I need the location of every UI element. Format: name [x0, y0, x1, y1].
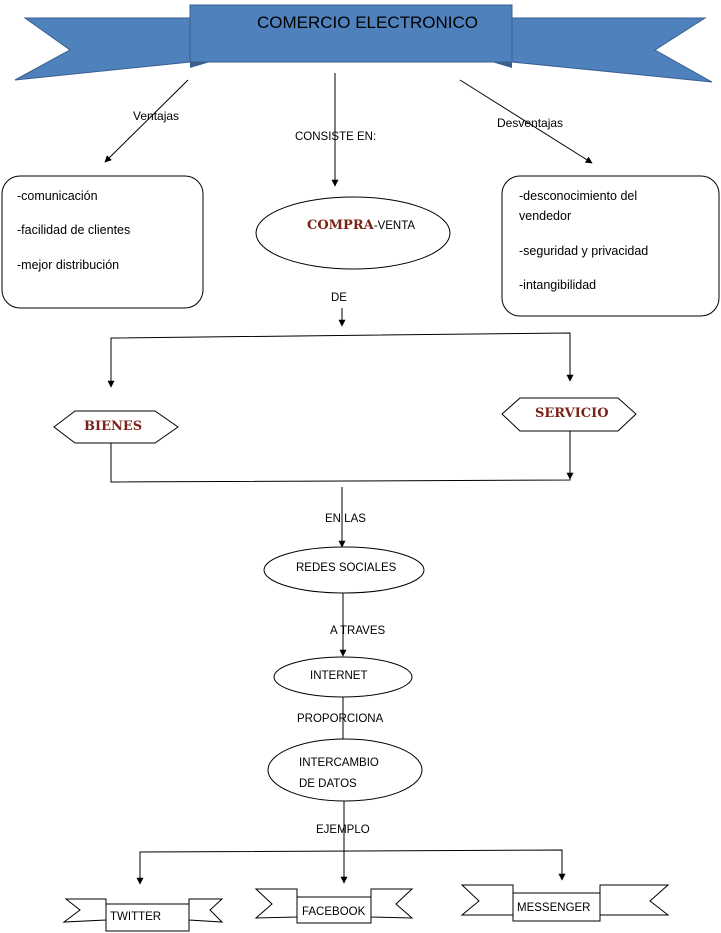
split-line: [110, 332, 571, 386]
ejemplo-split-line: [139, 849, 563, 882]
intercambio-label-line2: DE DATOS: [299, 778, 357, 790]
desventajas-item-desconocimiento: -desconocimiento del: [519, 189, 638, 203]
example-messenger: MESSENGER: [517, 902, 591, 914]
servicio-hexagon: [501, 397, 637, 432]
ventajas-item-distribucion: -mejor distribución: [17, 258, 120, 272]
internet-label: INTERNET: [310, 670, 368, 682]
label-a-traves: A TRAVES: [330, 625, 386, 637]
label-ventajas: Ventajas: [133, 109, 180, 123]
banner-center: [189, 4, 513, 63]
desventajas-item-intangibilidad: -intangibilidad: [519, 278, 597, 292]
label-consiste-en: CONSISTE EN:: [295, 131, 377, 143]
bienes-hexagon: [53, 410, 179, 444]
intercambio-ellipse: [267, 738, 423, 802]
twitter-ribbon: [62, 898, 224, 932]
title-banner: [14, 4, 713, 83]
label-ejemplo: EJEMPLO: [316, 824, 370, 836]
intercambio-label-line1: INTERCAMBIO: [299, 757, 379, 769]
arrow-ventajas: [104, 79, 189, 163]
label-de: DE: [331, 292, 347, 304]
desventajas-item-seguridad: -seguridad y privacidad: [519, 244, 649, 258]
desventajas-item-vendedor: vendedor: [519, 209, 572, 223]
merge-line: [110, 431, 571, 483]
venta-text: -VENTA: [373, 220, 416, 232]
ventajas-item-facilidad: -facilidad de clientes: [17, 223, 131, 237]
compra-venta-ellipse: [255, 196, 451, 270]
example-facebook: FACEBOOK: [302, 906, 366, 918]
servicio-label: SERVICIO: [535, 406, 609, 421]
messenger-ribbon: [460, 884, 670, 922]
ventajas-box: [1, 175, 204, 309]
label-desventajas: Desventajas: [497, 116, 564, 130]
ventajas-item-comunicacion: -comunicación: [17, 189, 98, 203]
arrow-desventajas: [459, 79, 593, 164]
redes-sociales-ellipse: [263, 546, 425, 594]
example-twitter: TWITTER: [110, 911, 162, 923]
bienes-label: BIENES: [84, 419, 143, 434]
page-title: COMERCIO ELECTRONICO: [257, 13, 479, 32]
banner-right-tail: [511, 17, 713, 83]
label-en-las: EN LAS: [325, 513, 366, 525]
banner-left-tail: [14, 17, 191, 81]
label-proporciona: PROPORCIONA: [297, 713, 384, 725]
compra-venta-label: COMPRA-VENTA: [307, 218, 415, 233]
facebook-ribbon: [254, 888, 414, 924]
redes-sociales-label: REDES SOCIALES: [296, 562, 397, 574]
desventajas-box: [501, 175, 720, 317]
compra-highlight: COMPRA: [307, 218, 374, 233]
